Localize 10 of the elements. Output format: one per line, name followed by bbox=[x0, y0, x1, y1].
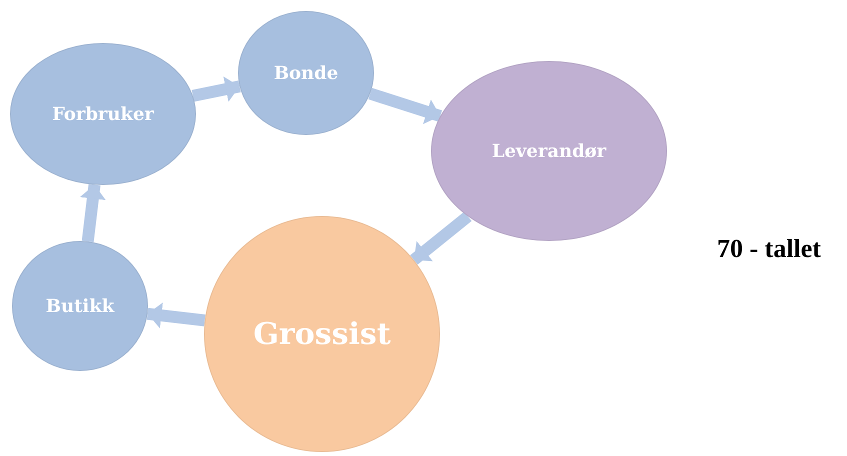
node-label: Grossist bbox=[253, 316, 391, 352]
block-arrow bbox=[146, 302, 206, 328]
block-arrow bbox=[192, 76, 241, 102]
node-label: Butikk bbox=[46, 296, 114, 316]
period-label: 70 - tallet bbox=[717, 234, 821, 264]
node-label: Leverandør bbox=[492, 140, 606, 162]
block-arrow bbox=[410, 212, 472, 265]
node-label: Bonde bbox=[274, 62, 338, 84]
block-arrow bbox=[368, 88, 442, 124]
node-label: Forbruker bbox=[52, 104, 154, 124]
